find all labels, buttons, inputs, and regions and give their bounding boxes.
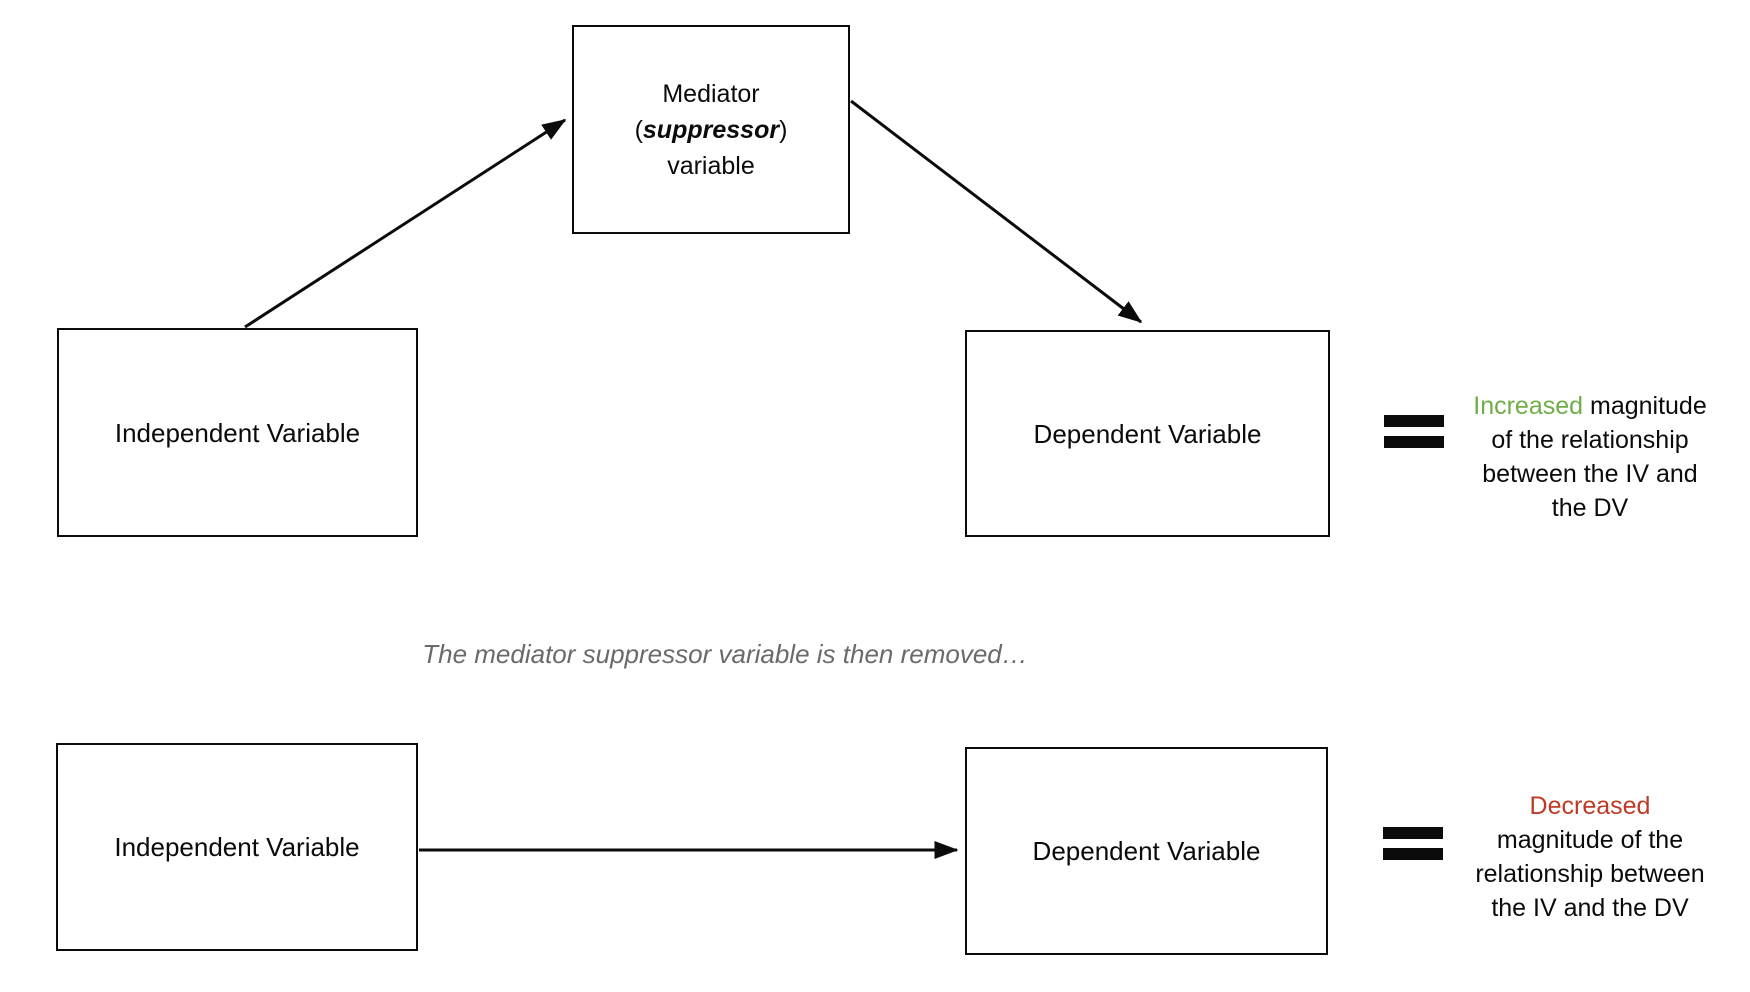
equals-icon-bottom <box>1383 827 1443 860</box>
result-line-2: magnitude of the <box>1496 826 1684 854</box>
decreased-magnitude-text: Decreased magnitude of the relationship … <box>1420 789 1750 925</box>
mediator-box-label: Mediator (suppressor) variable <box>635 76 788 184</box>
removal-caption: The mediator suppressor variable is then… <box>422 639 1028 669</box>
mediator-line-2: (suppressor) <box>634 115 788 144</box>
equals-bar <box>1384 415 1444 427</box>
equals-icon-top <box>1384 415 1444 448</box>
result-line-4: the IV and the DV <box>1491 894 1689 922</box>
dependent-variable-box-bottom: Dependent Variable <box>965 747 1328 955</box>
suppressor-emphasis: suppressor <box>642 115 780 144</box>
result-line-3: relationship between <box>1475 860 1705 888</box>
dependent-variable-label: Dependent Variable <box>1032 836 1261 866</box>
independent-variable-label: Independent Variable <box>114 417 361 448</box>
dependent-variable-box-top: Dependent Variable <box>965 330 1330 537</box>
increased-magnitude-text: Increased magnitude of the relationship … <box>1420 389 1750 525</box>
arrow-iv-to-mediator <box>244 118 567 329</box>
mediator-line-1: Mediator <box>662 79 760 108</box>
arrow-mediator-to-dv <box>850 99 1143 324</box>
mediator-suppressor-box: Mediator (suppressor) variable <box>572 25 850 234</box>
result-line-2: of the relationship <box>1491 426 1689 454</box>
dependent-variable-label: Dependent Variable <box>1033 418 1262 449</box>
result-line-3: between the IV and <box>1482 460 1698 488</box>
equals-bar <box>1383 848 1443 860</box>
result-line-1: Increased magnitude <box>1473 392 1707 420</box>
equals-bar <box>1383 827 1443 839</box>
independent-variable-box-bottom: Independent Variable <box>56 743 418 951</box>
independent-variable-label: Independent Variable <box>114 832 360 862</box>
mediator-line-3: variable <box>667 151 755 180</box>
increased-word: Increased <box>1473 392 1584 420</box>
result-line-1: Decreased <box>1420 789 1750 823</box>
equals-bar <box>1384 436 1444 448</box>
decreased-word: Decreased <box>1529 792 1651 820</box>
result-line-4: the DV <box>1551 494 1629 522</box>
independent-variable-box-top: Independent Variable <box>57 328 418 537</box>
